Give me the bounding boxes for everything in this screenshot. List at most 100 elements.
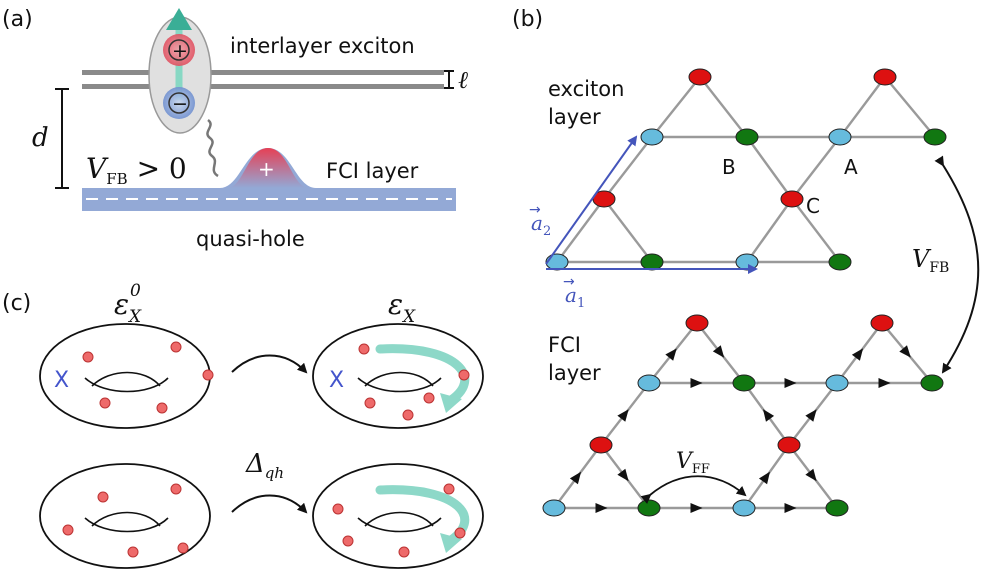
- delta-qh-label: Δqh: [245, 449, 284, 482]
- hopping-arrow: [617, 468, 629, 482]
- lattice-bond: [791, 198, 841, 263]
- hopping-arrow: [690, 503, 703, 513]
- lattice-bond: [791, 136, 841, 200]
- eps0-superscript: 0: [130, 281, 141, 301]
- lattice-site: [825, 499, 849, 517]
- exciton-cross-right: X: [329, 368, 344, 393]
- lattice-site: [825, 374, 849, 392]
- lattice-site: [920, 374, 944, 392]
- hopping-arrow: [690, 378, 703, 388]
- lattice-site: [685, 314, 709, 332]
- lattice-site: [732, 499, 756, 517]
- hopping-arrow: [805, 468, 817, 482]
- hopping-arrow: [712, 345, 725, 358]
- site-label-a: A: [844, 155, 858, 179]
- lattice-bond: [603, 136, 653, 200]
- a1-vector-overarrow: →: [563, 274, 575, 290]
- teal-arrowhead-bottom: [440, 533, 462, 553]
- hopping-arrow: [665, 348, 677, 361]
- hole-charge-ring: [168, 39, 190, 61]
- teal-adiabatic-arrow-top: [375, 344, 470, 407]
- exciton-layer-label-2: layer: [548, 105, 601, 129]
- plus-sign-exciton: +: [172, 40, 188, 62]
- hopping-arrow: [851, 348, 864, 361]
- vff-label: VFF: [676, 449, 710, 477]
- exciton-cross-left: X: [54, 368, 69, 393]
- lattice-site: [777, 436, 801, 454]
- eps0-label: εX: [114, 288, 142, 327]
- lattice-bond: [884, 76, 936, 138]
- exciton-layer-line-bottom: [82, 84, 444, 89]
- fci-lattice: [542, 314, 944, 517]
- panel-b: exciton layer FCI layer a1 → a2 → B A C …: [529, 68, 980, 517]
- torus-bottom-right: [312, 463, 484, 569]
- site-label-c: C: [806, 194, 820, 218]
- plus-sign-quasihole: +: [258, 157, 275, 181]
- transition-arrow-bottom: [231, 494, 308, 514]
- lattice-site: [828, 128, 852, 146]
- interlayer-exciton-label: interlayer exciton: [230, 34, 415, 58]
- panel-label-c: (c): [2, 291, 31, 316]
- lattice-site: [828, 253, 852, 271]
- hopping-arrow: [762, 409, 775, 422]
- ell-label: ℓ: [458, 66, 468, 94]
- hopping-arrow: [758, 471, 770, 485]
- quasiparticles: [62, 341, 470, 558]
- vfb-label-b: VFB: [912, 245, 949, 276]
- fci-layer-label-a: FCI layer: [326, 159, 419, 183]
- interaction-wavy-line: [206, 119, 219, 178]
- torus-top-right: [312, 323, 484, 429]
- eps-label: εX: [388, 288, 416, 327]
- exciton-lattice: [545, 68, 947, 271]
- lattice-site: [545, 253, 569, 271]
- lattice-site: [735, 253, 759, 271]
- exciton-layer-label-1: exciton: [548, 77, 624, 101]
- lattice-site: [923, 128, 947, 146]
- lattice-site: [870, 314, 894, 332]
- lattice-site: [637, 499, 661, 517]
- a2-vector-label: a2: [531, 211, 551, 239]
- a2-vector-arrow: [545, 135, 638, 265]
- exciton-layer-line-top: [82, 70, 444, 75]
- lattice-site: [640, 253, 664, 271]
- electron-charge: [163, 87, 195, 119]
- a1-vector-label: a1: [565, 283, 585, 311]
- lattice-site: [688, 68, 712, 86]
- transition-arrow-top: [231, 354, 308, 374]
- vff-coupling-arrow: [640, 475, 747, 504]
- hopping-arrow: [595, 503, 608, 513]
- dipole-arrow-head: [166, 8, 192, 30]
- lattice-site: [735, 128, 759, 146]
- hopping-arrow: [784, 378, 797, 388]
- quasi-hole-label: quasi-hole: [196, 227, 305, 251]
- lattice-site: [637, 374, 661, 392]
- lattice-bond: [603, 198, 653, 263]
- lattice-bond: [699, 76, 748, 138]
- panel-a: ℓ + − interlayer exciton d VFB > 0 + FCI…: [32, 8, 468, 251]
- d-label: d: [32, 123, 49, 153]
- hopping-arrow: [617, 409, 629, 422]
- site-label-b: B: [722, 155, 736, 179]
- teal-adiabatic-arrow-bottom: [375, 485, 470, 547]
- panel-c: X X εX 0 εX Δqh: [39, 281, 484, 569]
- lattice-bond: [746, 198, 793, 263]
- lattice-site: [542, 499, 566, 517]
- lattice-site: [873, 68, 897, 86]
- vfb-coupling-arrow: [934, 155, 980, 374]
- lattice-site: [589, 436, 613, 454]
- hopping-arrow: [784, 503, 797, 513]
- lattice-bond: [839, 76, 886, 138]
- d-bracket: [55, 88, 69, 189]
- ell-bracket: [444, 70, 454, 89]
- fci-layer-label-2: layer: [548, 361, 601, 385]
- minus-sign-exciton: −: [172, 93, 188, 115]
- lattice-site: [780, 190, 804, 208]
- hopping-arrow: [805, 409, 817, 422]
- lattice-bond: [746, 136, 793, 200]
- lattice-site: [640, 128, 664, 146]
- hopping-arrow: [899, 345, 911, 358]
- hopping-arrow: [569, 471, 582, 485]
- fci-layer-label-1: FCI: [548, 333, 581, 357]
- lattice-site: [732, 374, 756, 392]
